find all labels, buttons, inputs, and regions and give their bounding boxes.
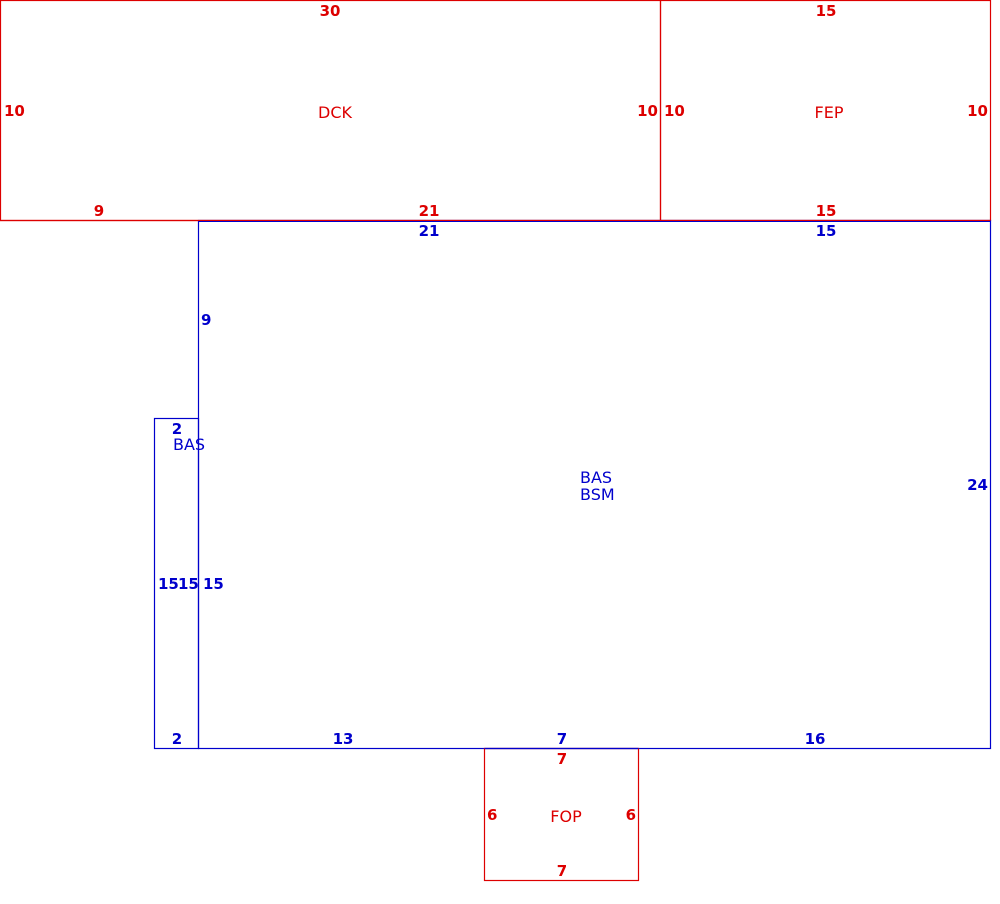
fop-area-label: FOP [550, 807, 582, 826]
bas-left-upper-dimension: 9 [201, 311, 211, 329]
bas-main-area-label: BAS [580, 468, 612, 487]
bay-left-dimension: 15 [158, 575, 179, 593]
bay-bottom-dimension: 2 [172, 730, 182, 748]
fep-right-dimension: 10 [967, 102, 988, 120]
dck-bottom-right-dimension: 21 [419, 202, 440, 220]
fop-right-dimension: 6 [626, 806, 636, 824]
fep-area-label: FEP [815, 103, 844, 122]
dck-bottom-left-dimension: 9 [94, 202, 104, 220]
bas-right-dimension: 24 [967, 476, 988, 494]
bas-bottom-right-dimension: 16 [805, 730, 826, 748]
fop-bottom-dimension: 7 [557, 862, 567, 880]
fep-bottom-dimension: 15 [816, 202, 837, 220]
bas-bay-outline [153, 417, 200, 750]
bas-bottom-left-dimension: 13 [333, 730, 354, 748]
bay-area-label: BAS [173, 435, 205, 454]
dck-top-dimension: 30 [320, 2, 341, 20]
fep-left-dimension: 10 [664, 102, 685, 120]
bas-top-right-dimension: 15 [816, 222, 837, 240]
bay-top-dimension: 2 [172, 420, 182, 438]
bay-right-dimension: 15 [178, 575, 199, 593]
fop-left-dimension: 6 [487, 806, 497, 824]
bas-left-lower-dimension: 15 [203, 575, 224, 593]
dck-area-label: DCK [318, 103, 352, 122]
dck-left-dimension: 10 [4, 102, 25, 120]
bas-main-subarea-label: BSM [580, 485, 615, 504]
bas-bottom-mid-dimension: 7 [557, 730, 567, 748]
fep-top-dimension: 15 [816, 2, 837, 20]
bas-top-left-dimension: 21 [419, 222, 440, 240]
dck-right-dimension: 10 [637, 102, 658, 120]
fop-top-dimension: 7 [557, 750, 567, 768]
